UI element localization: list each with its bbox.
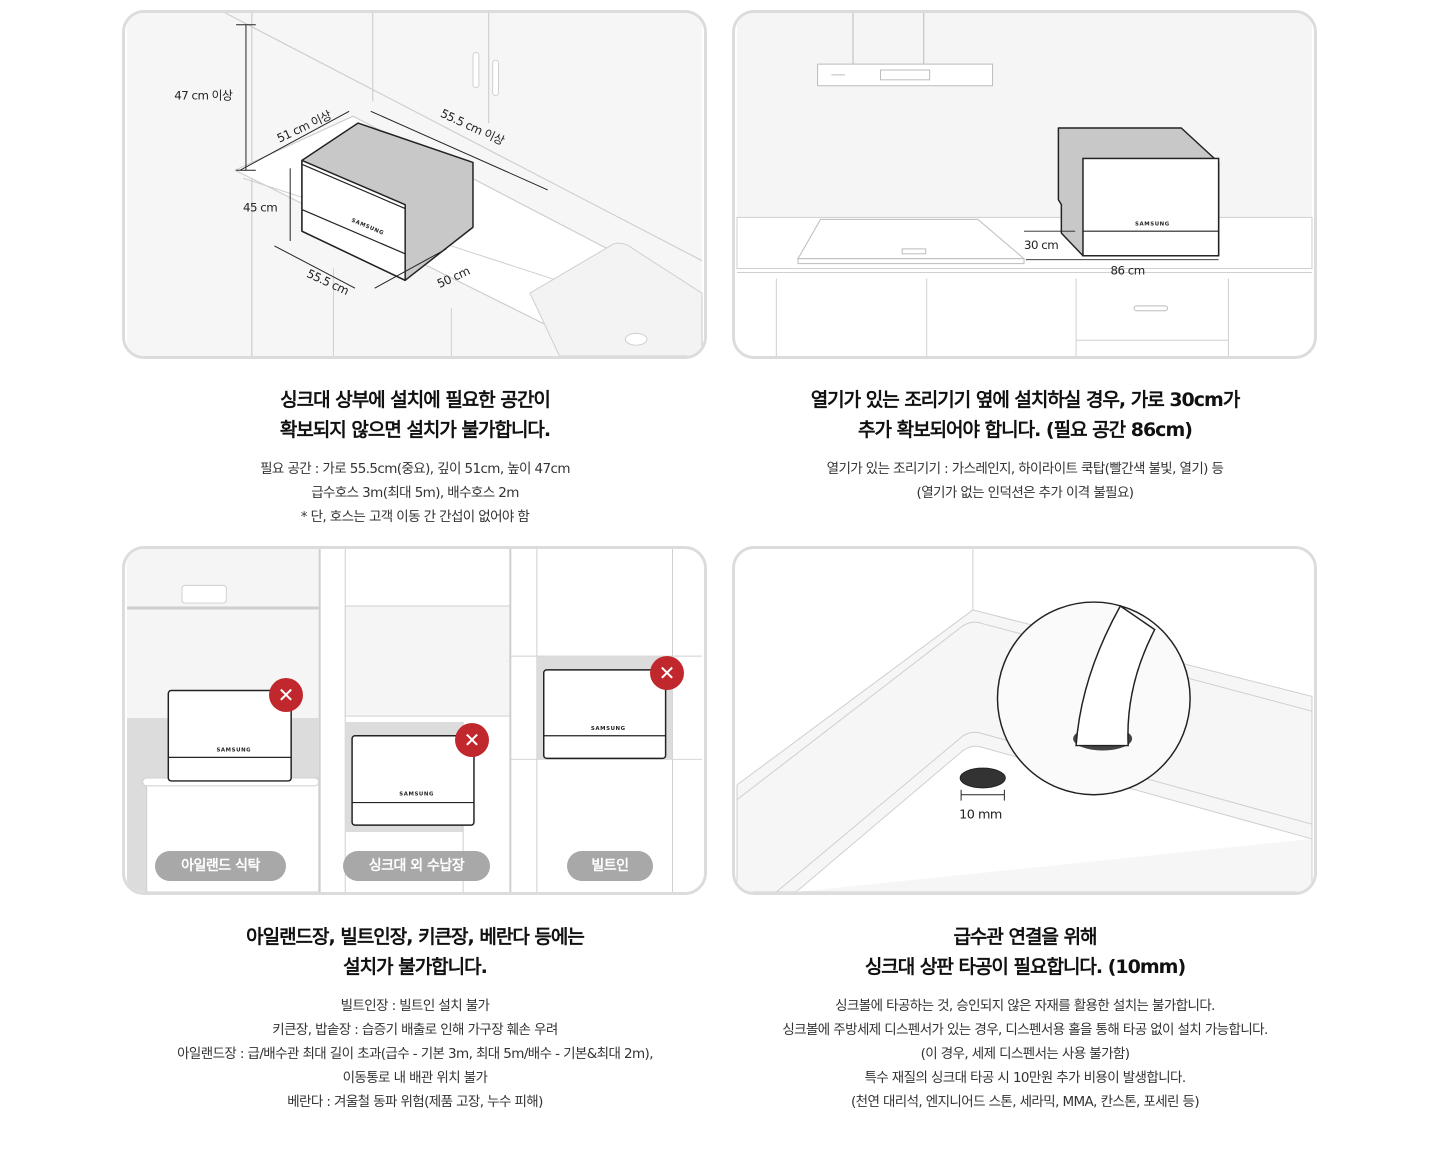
svg-text:SAMSUNG: SAMSUNG <box>399 792 434 798</box>
illustration-next-to-cooktop: SAMSUNG 30 cm 86 cm <box>732 10 1317 359</box>
cooktop-side-drawing: SAMSUNG 30 cm 86 cm <box>736 13 1313 356</box>
illustration-prohibited-locations: SAMSUNG SAMSUNG SAMSUNG ✕ ✕ ✕ 아일랜드 식탁 싱크… <box>122 546 707 895</box>
label-island-table: 아일랜드 식탁 <box>155 851 286 881</box>
dim-height-clearance: 47 cm 이상 <box>174 88 233 102</box>
dim-total: 86 cm <box>1110 263 1144 277</box>
svg-text:SAMSUNG: SAMSUNG <box>1135 221 1170 227</box>
sink-hole-drawing: 10 mm <box>736 549 1313 892</box>
dim-gap: 30 cm <box>1024 238 1058 252</box>
dim-hole-size: 10 mm <box>959 807 1002 822</box>
details: 필요 공간 : 가로 55.5cm(중요), 깊이 51cm, 높이 47cm … <box>260 461 570 525</box>
headline: 급수관 연결을 위해 싱크대 상판 타공이 필요합니다. (10mm) <box>864 926 1186 978</box>
caption-prohibited-locations: 아일랜드장, 빌트인장, 키큰장, 베란다 등에는 설치가 불가합니다. 빌트인… <box>110 922 720 1114</box>
kitchen-countertop-drawing: SAMSUNG 47 cm 이상 51 cm 이상 55.5 cm 이상 45 … <box>127 13 703 356</box>
prohibited-locations-drawing: SAMSUNG SAMSUNG SAMSUNG <box>127 549 702 892</box>
headline: 열기가 있는 조리기기 옆에 설치하실 경우, 가로 30cm가 추가 확보되어… <box>810 389 1241 441</box>
illustration-sink-top-space: SAMSUNG 47 cm 이상 51 cm 이상 55.5 cm 이상 45 … <box>122 10 707 359</box>
caption-sink-top-space: 싱크대 상부에 설치에 필요한 공간이 확보되지 않으면 설치가 불가합니다. … <box>110 385 720 529</box>
headline: 싱크대 상부에 설치에 필요한 공간이 확보되지 않으면 설치가 불가합니다. <box>279 389 551 441</box>
x-mark-icon: ✕ <box>269 678 303 712</box>
illustration-sink-hole: 10 mm <box>732 546 1317 895</box>
label-built-in: 빌트인 <box>567 851 653 881</box>
details: 빌트인장 : 빌트인 설치 불가 키큰장, 밥솥장 : 습증기 배출로 인해 가… <box>177 998 653 1110</box>
caption-sink-hole: 급수관 연결을 위해 싱크대 상판 타공이 필요합니다. (10mm) 싱크볼에… <box>720 922 1330 1114</box>
caption-next-to-cooktop: 열기가 있는 조리기기 옆에 설치하실 경우, 가로 30cm가 추가 확보되어… <box>720 385 1330 505</box>
x-mark-icon: ✕ <box>650 656 684 690</box>
label-non-sink-cabinet: 싱크대 외 수납장 <box>343 851 490 881</box>
svg-text:SAMSUNG: SAMSUNG <box>591 726 626 732</box>
svg-text:SAMSUNG: SAMSUNG <box>216 747 251 753</box>
x-mark-icon: ✕ <box>455 723 489 757</box>
headline: 아일랜드장, 빌트인장, 키큰장, 베란다 등에는 설치가 불가합니다. <box>246 926 585 978</box>
dim-unit-height: 45 cm <box>243 201 277 215</box>
details: 열기가 있는 조리기기 : 가스레인지, 하이라이트 쿡탑(빨간색 불빛, 열기… <box>826 461 1224 501</box>
details: 싱크볼에 타공하는 것, 승인되지 않은 자재를 활용한 설치는 불가합니다. … <box>782 998 1268 1110</box>
